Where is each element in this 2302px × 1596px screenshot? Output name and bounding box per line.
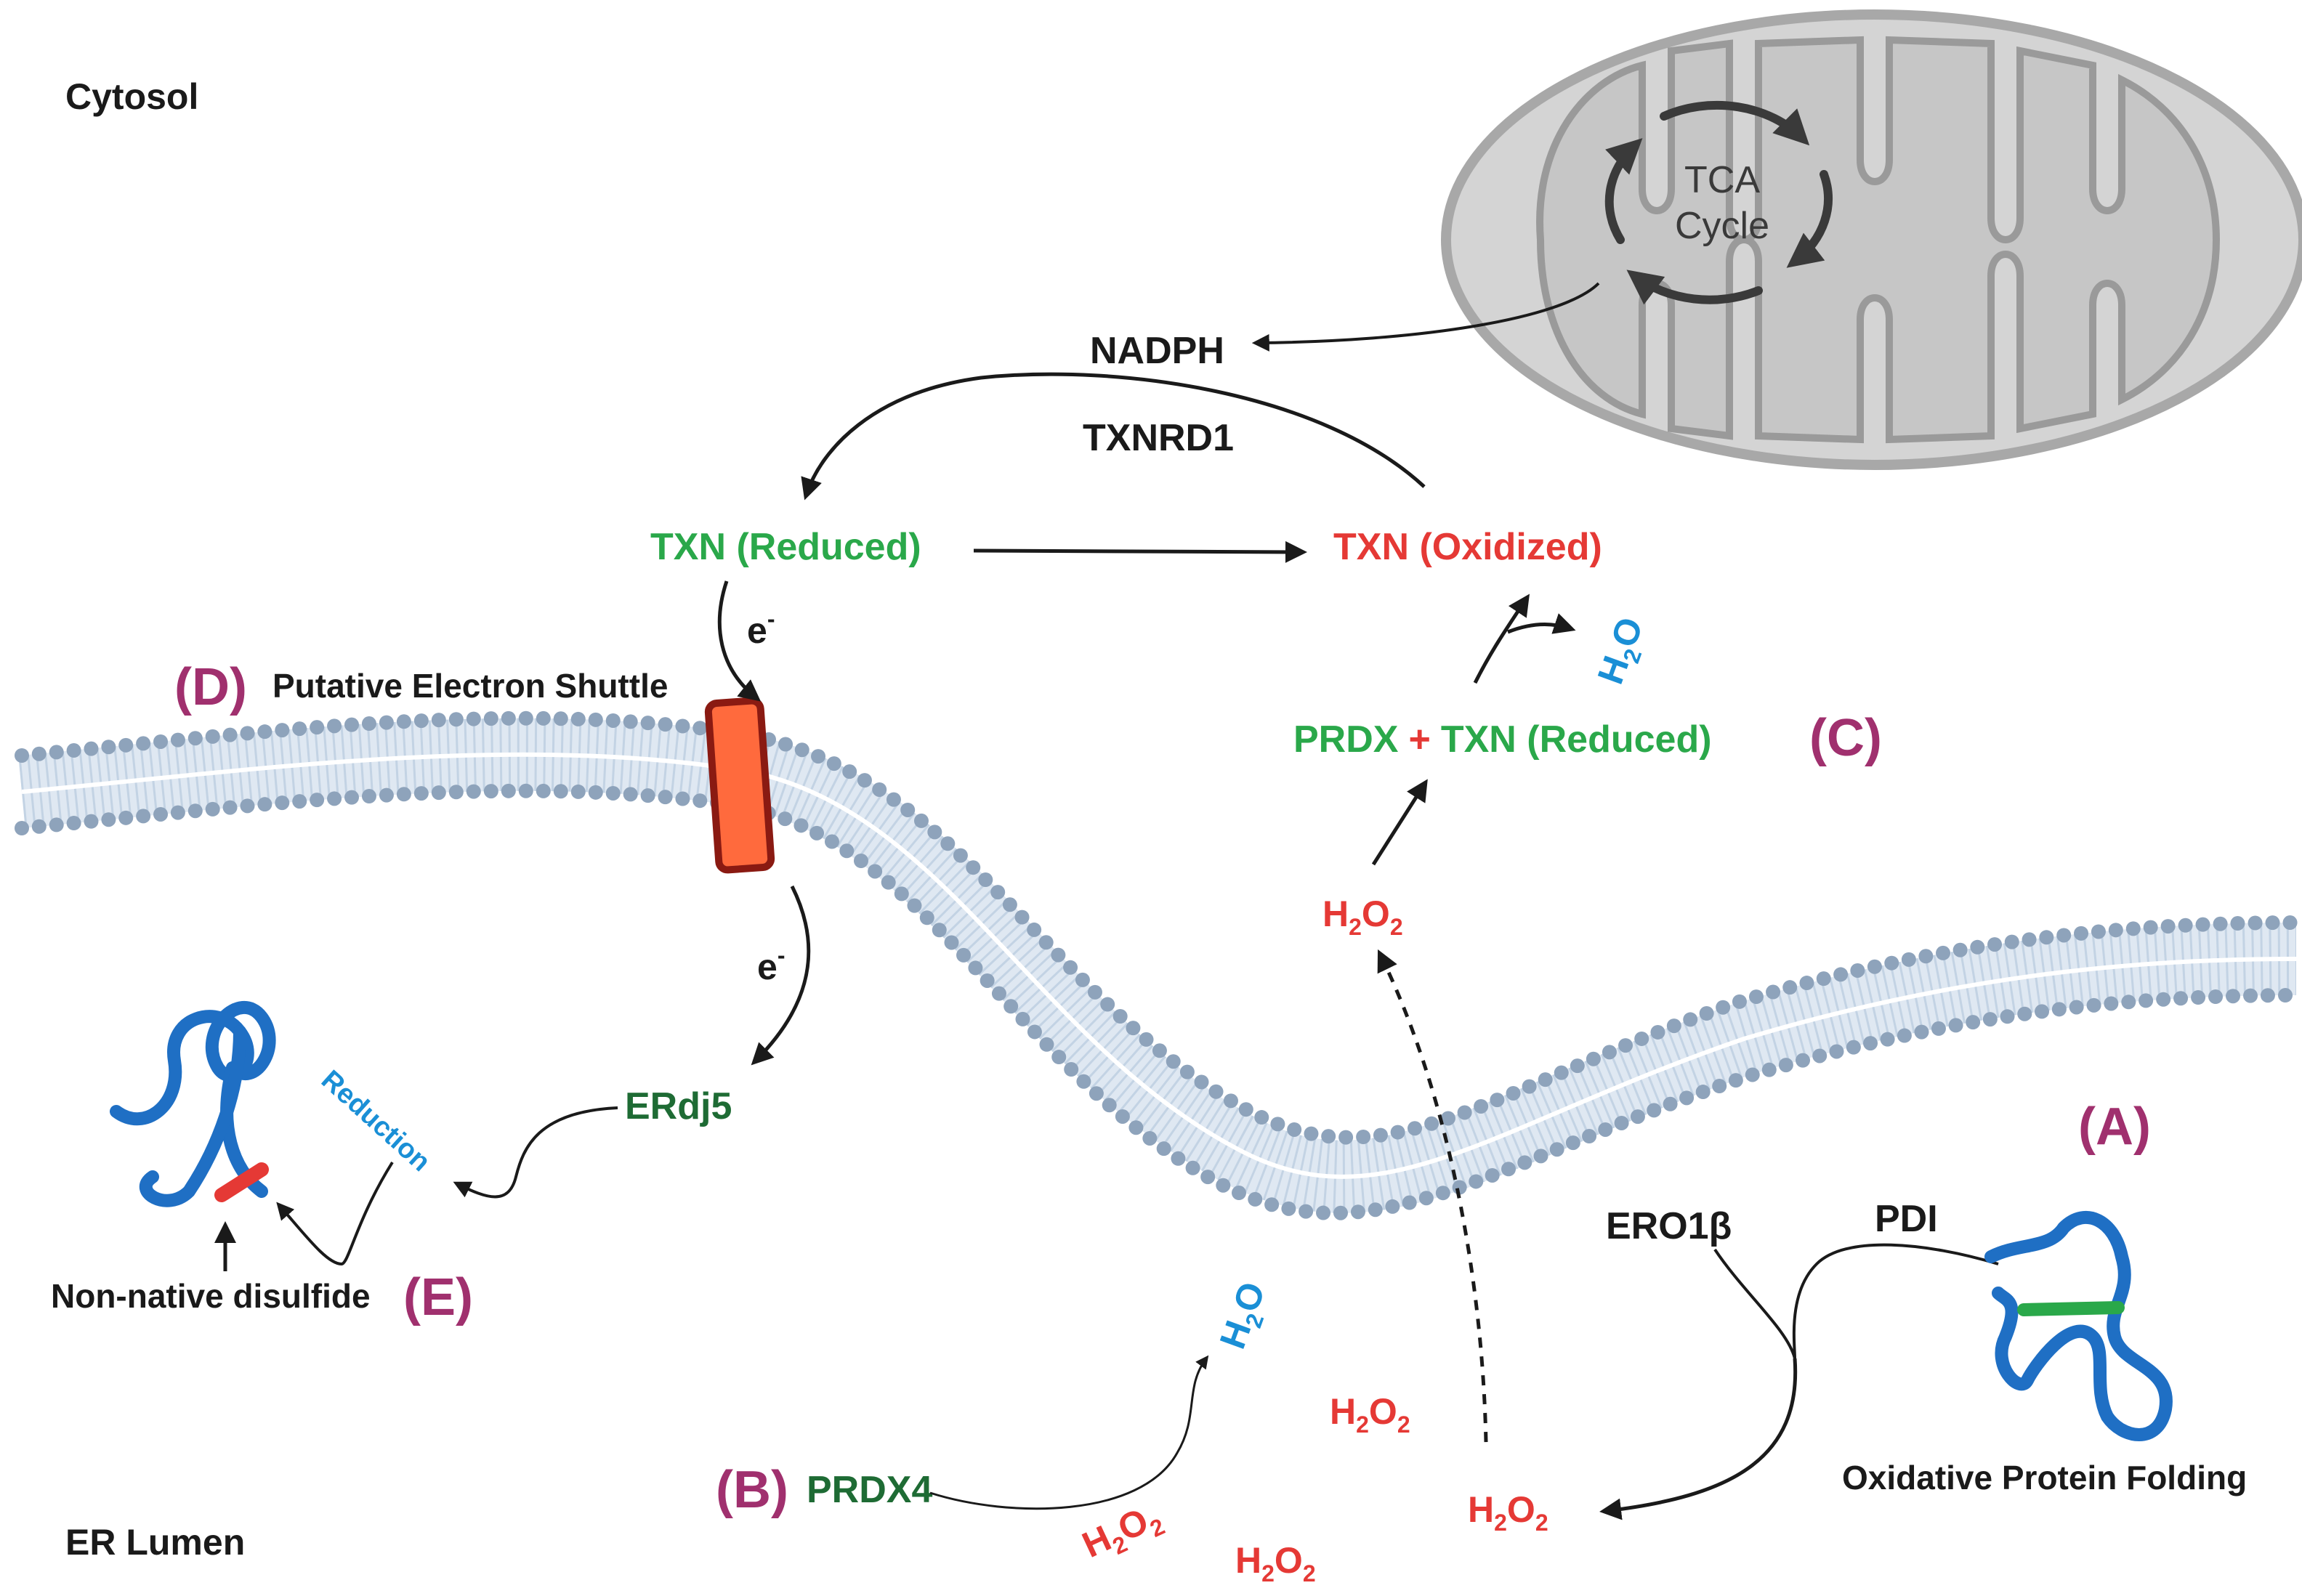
membrane-head-bottom — [15, 783, 2302, 1220]
er-membrane — [15, 710, 2302, 1220]
electron-bottom-label: e- — [757, 942, 785, 987]
panel-label-e: (E) — [403, 1268, 473, 1326]
txn-oxidation-arrow — [973, 540, 1307, 563]
mitochondrion: TCA Cycle — [1441, 9, 2302, 470]
electron-shuttle-protein — [704, 697, 775, 874]
txnrd1-arrow — [801, 372, 1426, 501]
h2o2-to-prdx-arrow — [1371, 779, 1428, 866]
tca-cycle-arrows — [1604, 100, 1833, 305]
txnrd1-label: TXNRD1 — [1083, 417, 1234, 459]
panel-label-c: (C) — [1809, 709, 1882, 767]
membrane-head-top — [15, 710, 2302, 1145]
reduction-arrow — [276, 1161, 394, 1266]
non-native-label: Non-native disulfide — [51, 1277, 371, 1315]
panel-label-b: (B) — [716, 1461, 788, 1519]
native-disulfide-bond — [2017, 1301, 2125, 1316]
erdj5-reduction-arrow — [453, 1106, 618, 1199]
prdx-label: PRDX — [1293, 718, 1399, 761]
folded-protein — [1984, 1210, 2173, 1441]
h2o2-cytosol-label: H2O2 — [1322, 894, 1403, 940]
tca-label-line1: TCA — [1684, 159, 1760, 201]
oxidative-folding-label: Oxidative Protein Folding — [1842, 1459, 2247, 1496]
prdx4-label: PRDX4 — [807, 1469, 932, 1511]
mitochondrion-inner-membrane — [1536, 36, 2221, 444]
pdi-label: PDI — [1875, 1198, 1938, 1240]
nadph-arrow — [1251, 282, 1600, 352]
ero1b-h2o2-arrow — [1599, 1358, 1798, 1520]
txn-reduced-label: TXN (Reduced) — [650, 526, 921, 568]
shuttle-label: Putative Electron Shuttle — [272, 667, 668, 705]
prdx4-arrow — [929, 1355, 1209, 1510]
er-lumen-label: ER Lumen — [65, 1522, 245, 1563]
txn-oxidized-label: TXN (Oxidized) — [1333, 526, 1602, 568]
h2o2-prdx4-label: H2O2 — [1076, 1494, 1168, 1571]
plus-label: + — [1408, 718, 1430, 761]
h2o2-ero1b-label: H2O2 — [1468, 1489, 1548, 1536]
ero1b-label: ERO1β — [1606, 1205, 1732, 1247]
electron-arrow-top — [717, 580, 762, 702]
cytosol-label: Cytosol — [65, 76, 198, 117]
prdx-txn-label: PRDX+ TXN (Reduced) — [1293, 718, 1712, 761]
non-native-disulfide-bond — [214, 1162, 269, 1202]
pdi-ero1b-connector — [1792, 1243, 1999, 1359]
erdj5-label: ERdj5 — [625, 1085, 732, 1127]
h2o2-lumen-bottom-label: H2O2 — [1235, 1540, 1316, 1587]
electron-arrow-bottom — [751, 885, 811, 1066]
panel-label-a: (A) — [2078, 1098, 2151, 1156]
panel-label-d: (D) — [174, 658, 247, 716]
reduction-label: Reduction — [315, 1064, 436, 1178]
h2o2-diffusion-arrow — [1377, 949, 1488, 1443]
nadph-label: NADPH — [1090, 330, 1224, 372]
prdx-to-oxidized-arrow — [1473, 594, 1530, 684]
h2o-b-label: H2O — [1212, 1276, 1279, 1356]
electron-top-label: e- — [747, 606, 775, 651]
h2o2-lumen-mid-label: H2O2 — [1330, 1391, 1410, 1438]
h2o-c-label: H2O — [1590, 612, 1657, 691]
ero1b-connector — [1713, 1248, 1796, 1359]
water-release-arrow-c — [1507, 613, 1576, 634]
txn-reduced-c-label: TXN (Reduced) — [1441, 718, 1712, 761]
tca-label-line2: Cycle — [1675, 205, 1769, 247]
